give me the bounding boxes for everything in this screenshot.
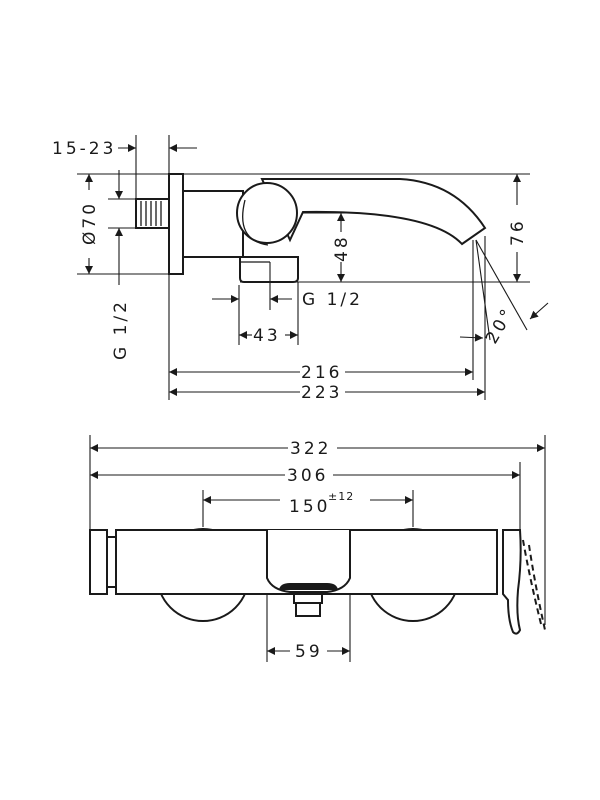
dim-rosette-diameter: Ø70 bbox=[80, 201, 100, 245]
dim-total-width: 322 bbox=[290, 439, 331, 459]
dim-total-height: 76 bbox=[508, 218, 528, 246]
valve-body bbox=[182, 190, 244, 258]
dim-total-depth: 223 bbox=[301, 383, 342, 403]
dim-connection-tolerance: ±12 bbox=[328, 490, 354, 503]
handle-knob bbox=[236, 182, 298, 244]
front-view: 322 306 150 ±12 59 bbox=[89, 435, 546, 662]
dim-body-width: 306 bbox=[287, 466, 328, 486]
wall-rosette bbox=[168, 173, 184, 275]
dim-inlet-thread: G 1/2 bbox=[111, 299, 131, 360]
side-view: 15-23 Ø70 G 1/2 48 76 G 1/2 43 216 bbox=[52, 135, 549, 403]
spout bbox=[260, 178, 487, 246]
dim-wall-offset: 15-23 bbox=[52, 139, 116, 159]
end-cap bbox=[89, 529, 108, 595]
spout-swing-outline bbox=[522, 539, 543, 629]
dim-connection-spacing: 150 bbox=[289, 497, 330, 517]
dim-outlet-height: 48 bbox=[332, 234, 352, 262]
dim-outlet-thread: G 1/2 bbox=[302, 290, 363, 310]
dim-spout-length: 216 bbox=[301, 363, 342, 383]
outlet-nozzle bbox=[293, 593, 323, 604]
outlet-housing bbox=[239, 256, 299, 283]
spout-front bbox=[502, 529, 522, 635]
dim-outlet-width: 43 bbox=[253, 326, 281, 346]
center-housing bbox=[266, 530, 351, 593]
dim-outlet-width-front: 59 bbox=[295, 642, 323, 662]
